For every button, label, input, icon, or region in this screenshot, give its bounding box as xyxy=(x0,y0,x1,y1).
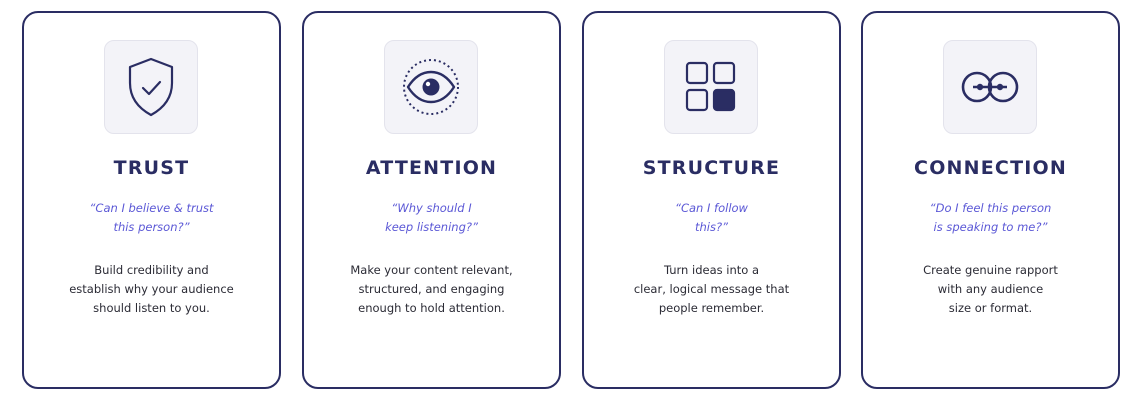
icon-tile xyxy=(942,40,1037,134)
card-connection: CONNECTION “Do I feel this person is spe… xyxy=(861,11,1120,389)
card-description: Turn ideas into a clear, logical message… xyxy=(633,263,790,315)
card-attention: ATTENTION “Why should I keep listening?”… xyxy=(302,11,561,389)
icon-tile xyxy=(383,40,478,134)
eye-icon xyxy=(402,59,459,115)
card-title: STRUCTURE xyxy=(642,157,781,179)
card-description: Build credibility and establish why your… xyxy=(69,263,234,315)
card-trust: TRUST “Can I believe & trust this person… xyxy=(22,11,281,389)
shield-check-icon xyxy=(128,57,173,117)
card-title: TRUST xyxy=(113,157,190,179)
card-description: Make your content relevant, structured, … xyxy=(350,263,513,315)
card-quote: “Do I feel this person is speaking to me… xyxy=(929,201,1052,234)
card-title: ATTENTION xyxy=(365,157,498,179)
card-quote: “Why should I keep listening?” xyxy=(385,201,478,234)
icon-tile xyxy=(103,40,198,134)
card-quote: “Can I follow this?” xyxy=(675,201,748,234)
linked-circles-icon xyxy=(961,71,1018,103)
card-quote: “Can I believe & trust this person?” xyxy=(89,201,214,234)
card-structure: STRUCTURE “Can I follow this?” Turn idea… xyxy=(582,11,841,389)
card-title: CONNECTION xyxy=(914,157,1067,179)
card-description: Create genuine rapport with any audience… xyxy=(923,263,1058,315)
icon-tile xyxy=(663,40,758,134)
grid-icon xyxy=(685,61,735,112)
